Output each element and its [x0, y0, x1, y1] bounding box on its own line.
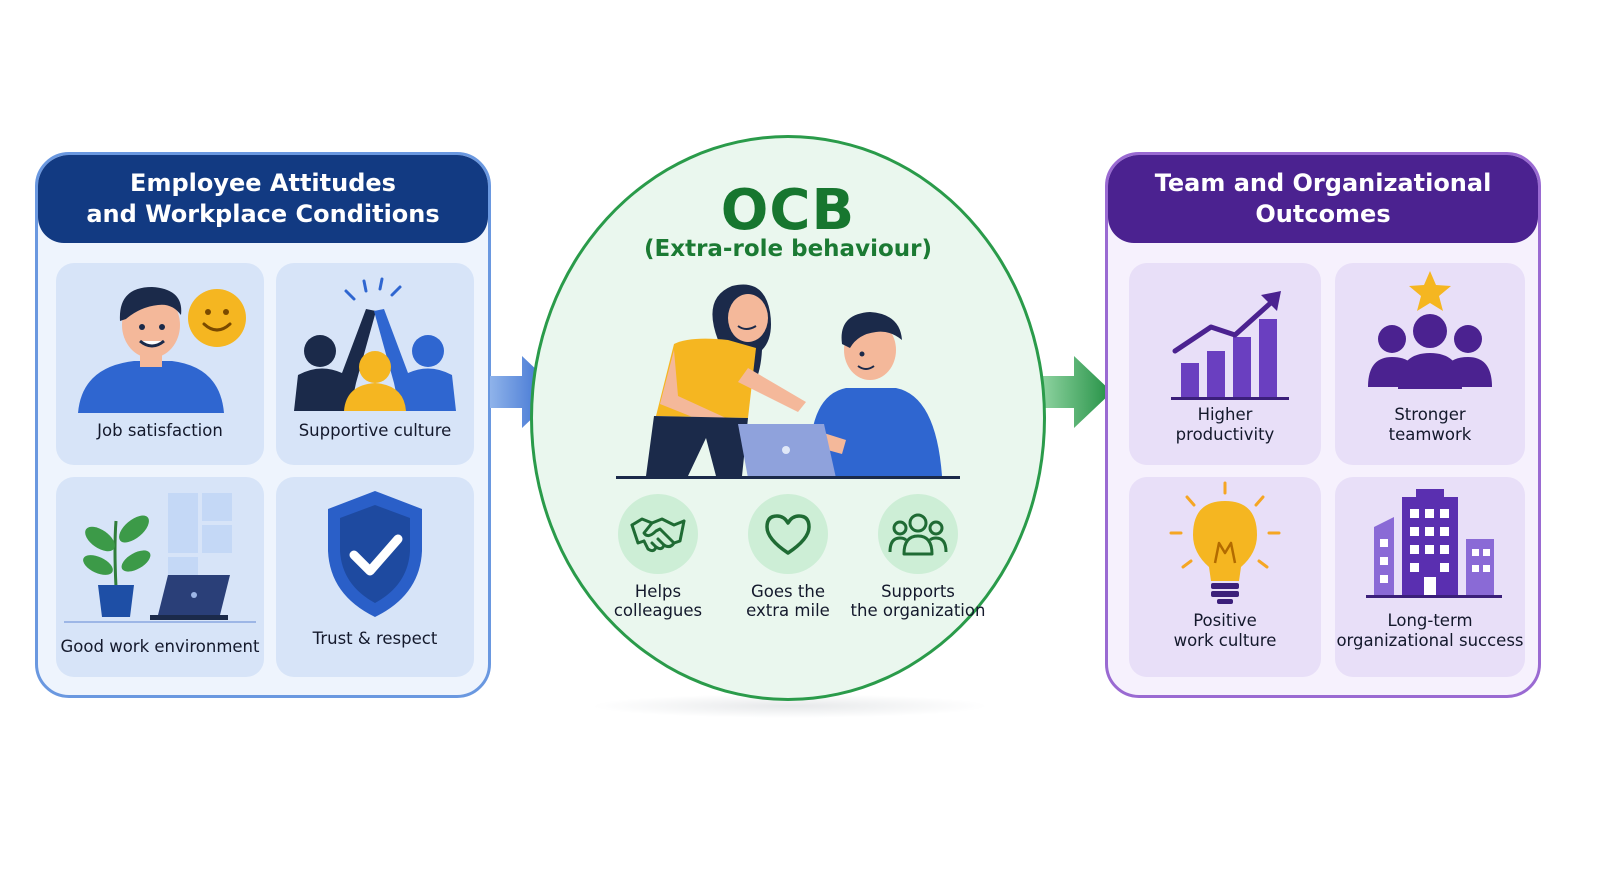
arrow-right-blue-icon — [490, 356, 560, 428]
heart-icon — [765, 514, 811, 555]
shield-check-icon — [328, 491, 422, 617]
tile-stronger-teamwork: Stronger teamwork — [1335, 263, 1525, 465]
group-icon — [888, 513, 948, 556]
tile-supportive-culture: Supportive culture — [276, 263, 474, 465]
tile-label-line1: Stronger — [1394, 405, 1466, 424]
outcomes-panel-title: Team and Organizational Outcomes — [1108, 155, 1538, 243]
tile-label-line1: Positive — [1193, 611, 1257, 630]
tile-label: Long-term organizational success — [1335, 611, 1525, 651]
smiling-employee-icon — [78, 287, 246, 413]
attitudes-panel: Employee Attitudes and Workplace Conditi… — [35, 152, 491, 698]
plant-laptop-desk-icon — [64, 493, 256, 623]
behaviour-label-line2: extra mile — [746, 601, 830, 620]
behaviour-label: Supports the organization — [848, 582, 988, 620]
tile-label-line2: work culture — [1173, 631, 1277, 650]
attitudes-title-line1: Employee Attitudes — [130, 169, 396, 197]
behaviour-badge — [748, 494, 828, 574]
tile-good-work-environment: Good work environment — [56, 477, 264, 677]
behaviour-label-line2: the organization — [850, 601, 986, 620]
tile-long-term-success: Long-term organizational success — [1335, 477, 1525, 677]
tile-label-line1: Higher — [1197, 405, 1253, 424]
behaviour-label-line1: Supports — [881, 582, 955, 601]
behaviour-extra-mile: Goes the extra mile — [718, 494, 858, 620]
team-star-icon — [1368, 271, 1492, 389]
ocb-title: OCB — [720, 178, 856, 243]
tile-job-satisfaction: Job satisfaction — [56, 263, 264, 465]
behaviour-label: Goes the extra mile — [718, 582, 858, 620]
outcomes-title-line1: Team and Organizational — [1154, 169, 1492, 197]
behaviour-badge — [618, 494, 698, 574]
tile-label: Good work environment — [60, 637, 260, 656]
behaviour-badge — [878, 494, 958, 574]
tile-trust-respect: Trust & respect — [276, 477, 474, 677]
behaviour-label-line1: Helps — [634, 582, 682, 601]
helping-colleague-illustration — [616, 284, 960, 479]
tile-label: Job satisfaction — [97, 421, 223, 440]
tile-label-line2: productivity — [1175, 425, 1275, 444]
growth-chart-icon — [1171, 291, 1289, 400]
behaviour-label: Helps colleagues — [588, 582, 728, 620]
tile-label-line1: Long-term — [1387, 611, 1473, 630]
outcomes-panel: Team and Organizational Outcomes Higher … — [1105, 152, 1541, 698]
ocb-subtitle: (Extra-role behaviour) — [644, 236, 932, 262]
high-five-team-icon — [294, 277, 456, 411]
behaviour-label-line2: colleagues — [613, 601, 703, 620]
tile-label: Positive work culture — [1129, 611, 1321, 651]
tile-label: Supportive culture — [298, 421, 452, 440]
tile-label: Trust & respect — [312, 629, 438, 648]
arrow-right-green-icon — [1042, 356, 1112, 428]
handshake-icon — [630, 517, 686, 553]
tile-label-line2: teamwork — [1388, 425, 1472, 444]
tile-positive-work-culture: Positive work culture — [1129, 477, 1321, 677]
attitudes-panel-title: Employee Attitudes and Workplace Conditi… — [38, 155, 488, 243]
behaviour-label-line1: Goes the — [751, 582, 825, 601]
tile-higher-productivity: Higher productivity — [1129, 263, 1321, 465]
office-buildings-icon — [1366, 489, 1502, 598]
lightbulb-icon — [1169, 481, 1281, 604]
behaviour-supports-organization: Supports the organization — [848, 494, 988, 620]
ocb-circle — [530, 135, 1046, 701]
behaviour-helps-colleagues: Helps colleagues — [588, 494, 728, 620]
tile-label: Higher productivity — [1129, 405, 1321, 445]
tile-label: Stronger teamwork — [1335, 405, 1525, 445]
attitudes-title-line2: and Workplace Conditions — [86, 200, 440, 228]
outcomes-title-line2: Outcomes — [1255, 200, 1391, 228]
tile-label-line2: organizational success — [1336, 631, 1524, 650]
